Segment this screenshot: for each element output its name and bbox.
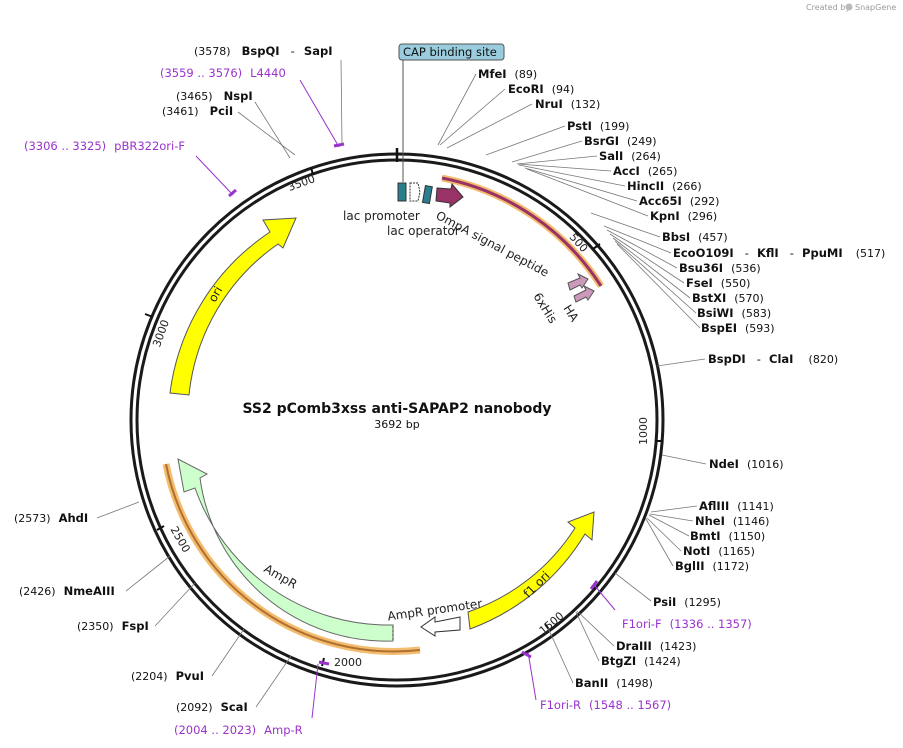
plasmid-name: SS2 pComb3xss anti-SAPAP2 nanobody <box>242 401 551 417</box>
ompa-signal-arrow[interactable] <box>435 182 464 209</box>
lac-operator-label: lac operator <box>387 224 460 238</box>
enzyme-psti[interactable]: PstI(199) <box>567 119 629 133</box>
ha-label: HA <box>560 302 581 325</box>
enzyme-sali[interactable]: SalI(264) <box>599 149 661 163</box>
enzyme-leader-lines <box>96 59 707 708</box>
tick-mark-2500 <box>156 525 165 531</box>
primer-f1ori-r-mark[interactable] <box>521 650 532 659</box>
tick-label-1000: 1000 <box>637 417 650 445</box>
enzyme-bspdi-clai[interactable]: BspDI - ClaI (820) <box>708 348 838 367</box>
tick-mark-3000 <box>144 313 154 318</box>
credit-prefix: Created by <box>806 3 850 12</box>
enzyme-nhei[interactable]: NheI(1146) <box>695 514 769 528</box>
features: ori f1 ori AmpR AmpR promoter lac promot… <box>162 43 604 655</box>
enzyme-ecoo109i-kfli-ppumi[interactable]: EcoO109I - KflI - PpuMI (517) <box>673 242 885 261</box>
enzyme-pcii[interactable]: (3461) PciI <box>162 100 233 119</box>
enzyme-nrui[interactable]: NruI(132) <box>535 97 600 111</box>
enzyme-bspqi-sapi[interactable]: (3578) BspQI - SapI <box>194 40 332 59</box>
enzyme-banii[interactable]: BanII(1498) <box>575 676 653 690</box>
ampr-promoter-arrow[interactable] <box>420 616 461 637</box>
primer-amp-r[interactable]: (2004 .. 2023)Amp-R <box>174 723 303 737</box>
cap-binding-site-label: CAP binding site <box>403 45 497 59</box>
enzyme-bbsi[interactable]: BbsI(457) <box>662 230 728 244</box>
plasmid-size: 3692 bp <box>374 418 419 431</box>
lac-extra-box[interactable] <box>421 185 433 205</box>
enzyme-ecori[interactable]: EcoRI(94) <box>508 82 574 96</box>
cap-binding-site-badge[interactable] <box>398 43 505 61</box>
his-tag-arrow[interactable] <box>567 272 589 291</box>
primer-f1ori-f-leader <box>594 585 616 611</box>
primer-ampr-mark[interactable] <box>318 660 330 666</box>
enzyme-kpni[interactable]: KpnI(296) <box>650 209 717 223</box>
enzyme-bglii[interactable]: BglII(1172) <box>675 559 749 573</box>
enzyme-psii[interactable]: PsiI(1295) <box>653 595 721 609</box>
tick-label-3000: 3000 <box>150 318 172 349</box>
enzyme-fspi[interactable]: (2350)FspI <box>77 619 149 633</box>
enzyme-labels: (3578) BspQI - SapI (3465) NspI (3461) P… <box>14 40 885 714</box>
enzyme-fsei[interactable]: FseI(550) <box>686 276 750 290</box>
enzyme-draiii[interactable]: DraIII(1423) <box>616 639 696 653</box>
tick-label-2000: 2000 <box>334 656 362 669</box>
primer-pbr322ori-f[interactable]: (3306 .. 3325)pBR322ori-F <box>24 139 185 153</box>
enzyme-ndei[interactable]: NdeI(1016) <box>709 457 784 471</box>
enzyme-nspi[interactable]: (3465) NspI <box>176 85 253 104</box>
ori-arrow[interactable] <box>169 217 297 396</box>
enzyme-acc65i[interactable]: Acc65I(292) <box>639 194 719 208</box>
primer-l4440-leader <box>299 79 340 148</box>
ampr-arrow[interactable] <box>177 458 394 642</box>
primer-ampr-leader <box>311 663 319 719</box>
primer-f1ori-f[interactable]: F1ori-F(1336 .. 1357) <box>622 617 752 631</box>
enzyme-bmti[interactable]: BmtI(1150) <box>690 529 765 543</box>
enzyme-afliii[interactable]: AflIII(1141) <box>699 499 774 513</box>
enzyme-noti[interactable]: NotI(1165) <box>683 544 755 558</box>
lac-operator-box[interactable] <box>409 182 421 202</box>
primer-pbr322-leader <box>195 155 234 196</box>
lac-promoter-box[interactable] <box>397 182 407 202</box>
enzyme-bspei[interactable]: BspEI(593) <box>701 321 775 335</box>
enzyme-scai[interactable]: (2092)ScaI <box>176 700 248 714</box>
enzyme-bstxi[interactable]: BstXI(570) <box>692 291 764 305</box>
ampr-orf-outline <box>162 463 421 655</box>
primer-f1ori-r[interactable]: F1ori-R(1548 .. 1567) <box>540 698 671 712</box>
primer-labels: (3559 .. 3576)L4440 (3306 .. 3325)pBR322… <box>24 66 752 737</box>
ompa-orf-line <box>441 176 603 287</box>
enzyme-pvui[interactable]: (2204)PvuI <box>131 669 204 683</box>
snapgene-logo-icon <box>845 3 853 11</box>
ampr-orf-line <box>165 463 421 653</box>
primer-l4440-mark[interactable] <box>333 142 345 148</box>
tick-mark-500 <box>592 243 601 250</box>
primer-f1ori-r-leader <box>527 651 537 701</box>
tick-label-1500: 1500 <box>537 609 567 637</box>
primer-f1ori-f-mark[interactable] <box>589 580 599 590</box>
enzyme-nmeaiii[interactable]: (2426)NmeAIII <box>19 584 115 598</box>
lac-promoter-label: lac promoter <box>343 209 420 223</box>
f1-ori-arrow[interactable] <box>467 511 595 630</box>
primer-l4440[interactable]: (3559 .. 3576)L4440 <box>160 66 286 80</box>
credit-brand: SnapGene <box>855 3 896 12</box>
enzyme-btgzi[interactable]: BtgZI(1424) <box>601 654 681 668</box>
ori-label: ori <box>205 284 225 305</box>
primer-pbr322-mark[interactable] <box>228 188 237 198</box>
tick-mark-3500 <box>310 166 314 176</box>
primers <box>195 79 616 719</box>
enzyme-bsrgi[interactable]: BsrGI(249) <box>584 134 657 148</box>
enzyme-bsu36i[interactable]: Bsu36I(536) <box>679 261 761 275</box>
ha-tag-arrow[interactable] <box>573 284 595 303</box>
enzyme-acci[interactable]: AccI(265) <box>613 164 677 178</box>
his-label: 6xHis <box>530 290 560 326</box>
enzyme-hincii[interactable]: HincII(266) <box>627 179 702 193</box>
enzyme-bsiwi[interactable]: BsiWI(583) <box>697 306 771 320</box>
enzyme-mfei[interactable]: MfeI(89) <box>478 67 537 81</box>
snapgene-credit: Created by SnapGene <box>806 3 896 12</box>
enzyme-ahdi[interactable]: (2573)AhdI <box>14 511 88 525</box>
